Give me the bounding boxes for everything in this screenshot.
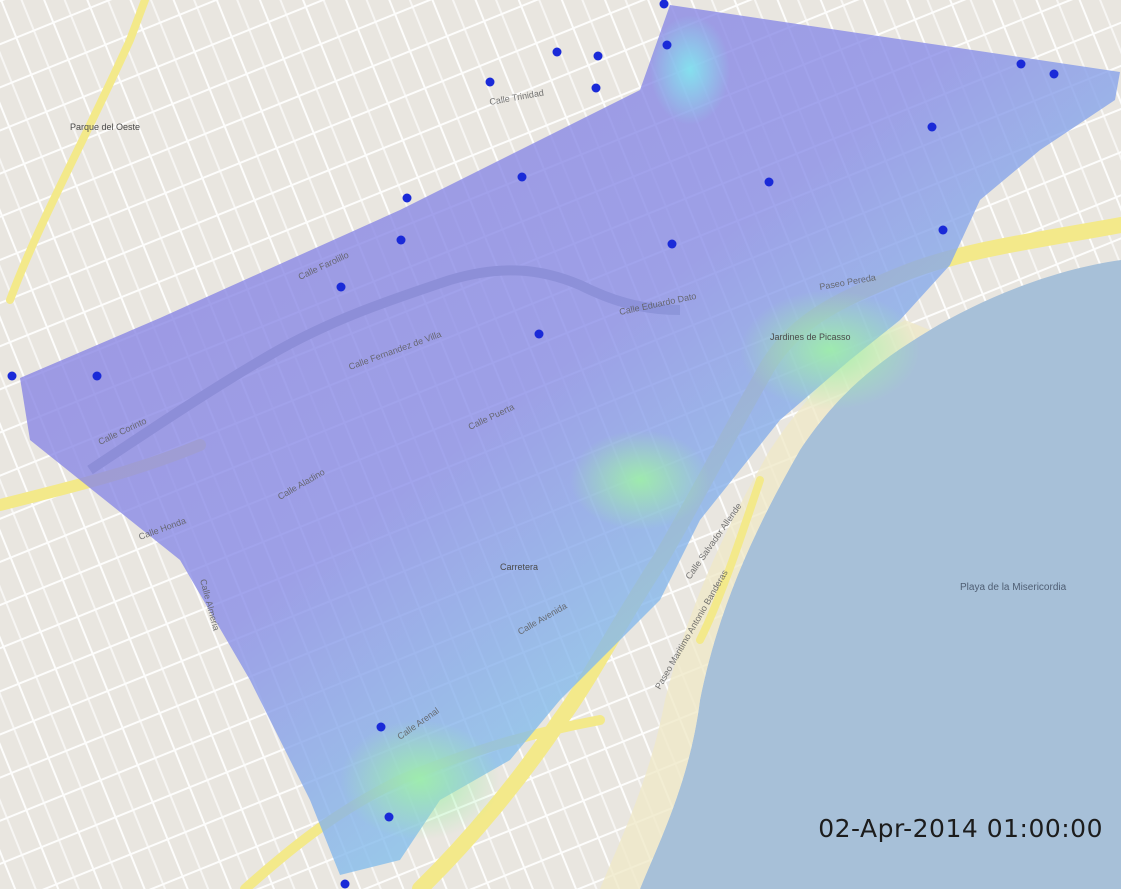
sensor-marker[interactable] xyxy=(764,177,774,187)
beach-strip xyxy=(600,320,930,889)
sensor-marker[interactable] xyxy=(938,225,948,235)
sensor-marker[interactable] xyxy=(92,371,102,381)
sensor-marker[interactable] xyxy=(396,235,406,245)
place-label: Parque del Oeste xyxy=(70,122,140,132)
sea-label: Playa de la Misericordia xyxy=(960,582,1067,593)
sensor-marker[interactable] xyxy=(1049,69,1059,79)
road-esplanade xyxy=(696,476,764,644)
overlay-hotspot-east xyxy=(740,290,920,410)
sensor-marker[interactable] xyxy=(7,371,17,381)
sensor-marker[interactable] xyxy=(517,172,527,182)
place-label: Jardines de Picasso xyxy=(770,332,851,342)
sensor-markers xyxy=(7,0,1059,889)
sensor-marker[interactable] xyxy=(591,83,601,93)
sensor-marker[interactable] xyxy=(336,282,346,292)
sensor-marker[interactable] xyxy=(552,47,562,57)
sensor-marker[interactable] xyxy=(340,879,350,889)
sensor-marker[interactable] xyxy=(534,329,544,339)
sensor-marker[interactable] xyxy=(659,0,669,9)
sensor-marker[interactable] xyxy=(485,77,495,87)
place-labels: Parque del Oeste Jardines de Picasso Car… xyxy=(70,122,1067,593)
sensor-marker[interactable] xyxy=(376,722,386,732)
sensor-marker[interactable] xyxy=(927,122,937,132)
sensor-marker[interactable] xyxy=(593,51,603,61)
overlay-hotspot-north xyxy=(650,15,730,125)
pollution-overlay xyxy=(20,5,1120,875)
overlay-hotspot-southeast xyxy=(570,430,710,530)
road-northwest-avenue xyxy=(6,0,149,304)
sensor-marker[interactable] xyxy=(1016,59,1026,69)
sensor-marker[interactable] xyxy=(402,193,412,203)
sensor-marker[interactable] xyxy=(667,239,677,249)
sensor-marker[interactable] xyxy=(662,40,672,50)
sea-area xyxy=(640,260,1121,889)
overlay-hotspot-south xyxy=(340,720,500,840)
sensor-marker[interactable] xyxy=(384,812,394,822)
timestamp: 02-Apr-2014 01:00:00 xyxy=(818,814,1103,843)
place-label: Carretera xyxy=(500,562,538,572)
